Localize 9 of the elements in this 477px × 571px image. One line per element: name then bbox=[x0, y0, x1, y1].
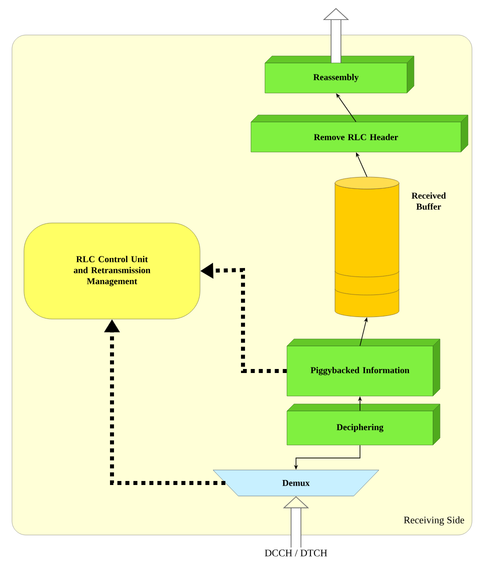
process-box: Reassembly bbox=[264, 56, 414, 94]
buffer-cylinder bbox=[334, 176, 400, 318]
process-box: Deciphering bbox=[286, 404, 440, 446]
control-box: RLC Control Unit and Retransmission Management bbox=[24, 222, 200, 320]
demux-trapezoid: Demux bbox=[212, 470, 380, 496]
buffer-label: Received Buffer bbox=[412, 192, 446, 210]
channel-label: DCCH / DTCH bbox=[264, 550, 328, 556]
process-box: Piggybacked Information bbox=[286, 338, 440, 396]
process-box: Remove RLC Header bbox=[250, 114, 468, 152]
